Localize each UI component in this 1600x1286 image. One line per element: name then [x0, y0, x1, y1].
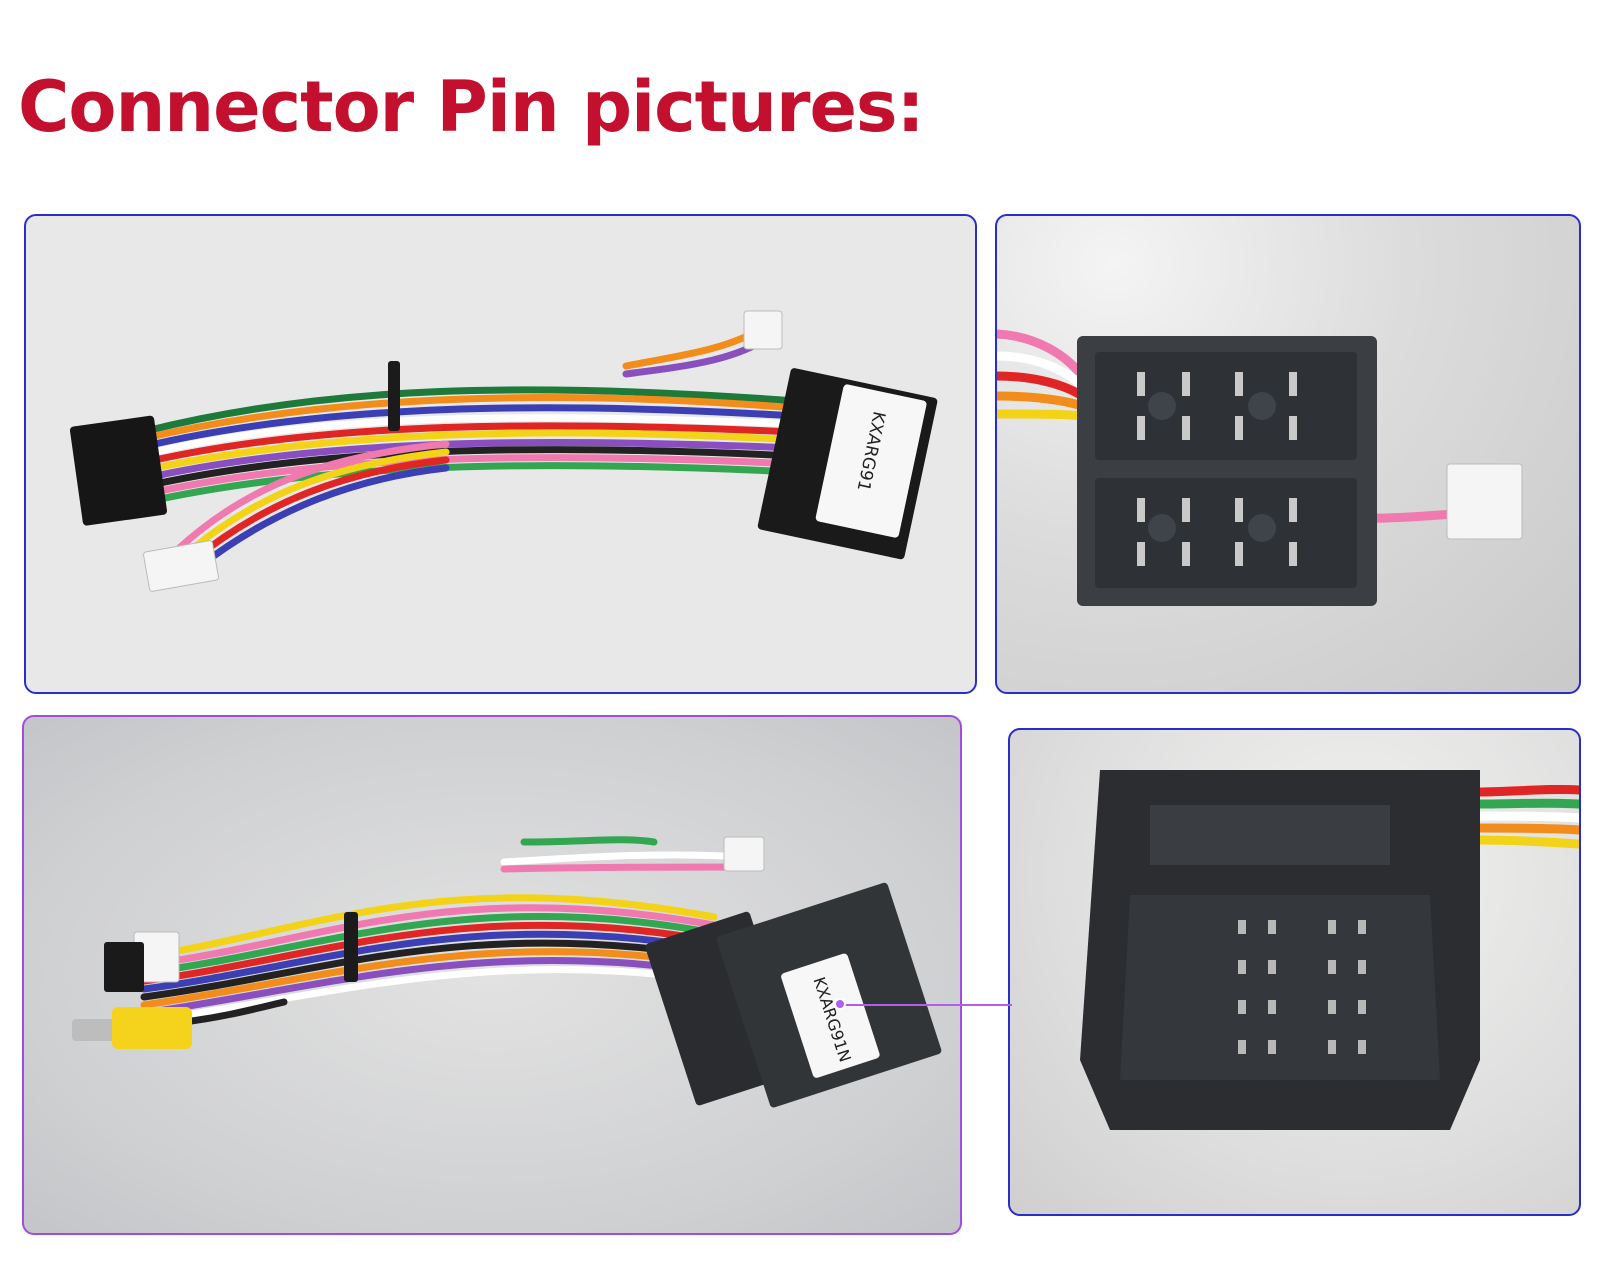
harness-top-photo: KXARG91	[24, 214, 977, 694]
callout-dot	[834, 998, 846, 1010]
quadlock-connector-photo	[1008, 728, 1581, 1216]
iso-connector-photo	[995, 214, 1581, 694]
harness-bottom-photo: KXARG91N	[22, 715, 962, 1235]
page-title: Connector Pin pictures:	[18, 66, 925, 148]
callout-line	[840, 1004, 1012, 1006]
